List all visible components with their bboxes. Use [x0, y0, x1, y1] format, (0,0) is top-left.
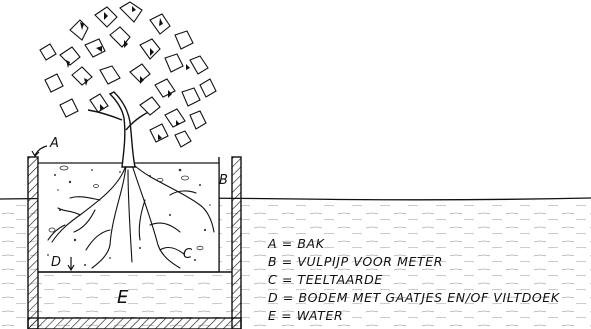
legend-item: B = VULPIJP VOOR METER	[268, 254, 443, 269]
label-a: A	[49, 136, 59, 151]
legend-item: E = WATER	[268, 308, 343, 323]
label-b: B	[219, 173, 228, 188]
arrow-a	[32, 146, 47, 156]
label-e: E	[117, 287, 129, 308]
legend-item: D = BODEM MET GAATJES EN/OF VILTDOEK	[268, 290, 561, 305]
legend-item: C = TEELTAARDE	[268, 272, 383, 287]
label-d: D	[51, 255, 61, 270]
label-c: C	[183, 247, 193, 262]
legend-item: A = BAK	[267, 236, 326, 251]
